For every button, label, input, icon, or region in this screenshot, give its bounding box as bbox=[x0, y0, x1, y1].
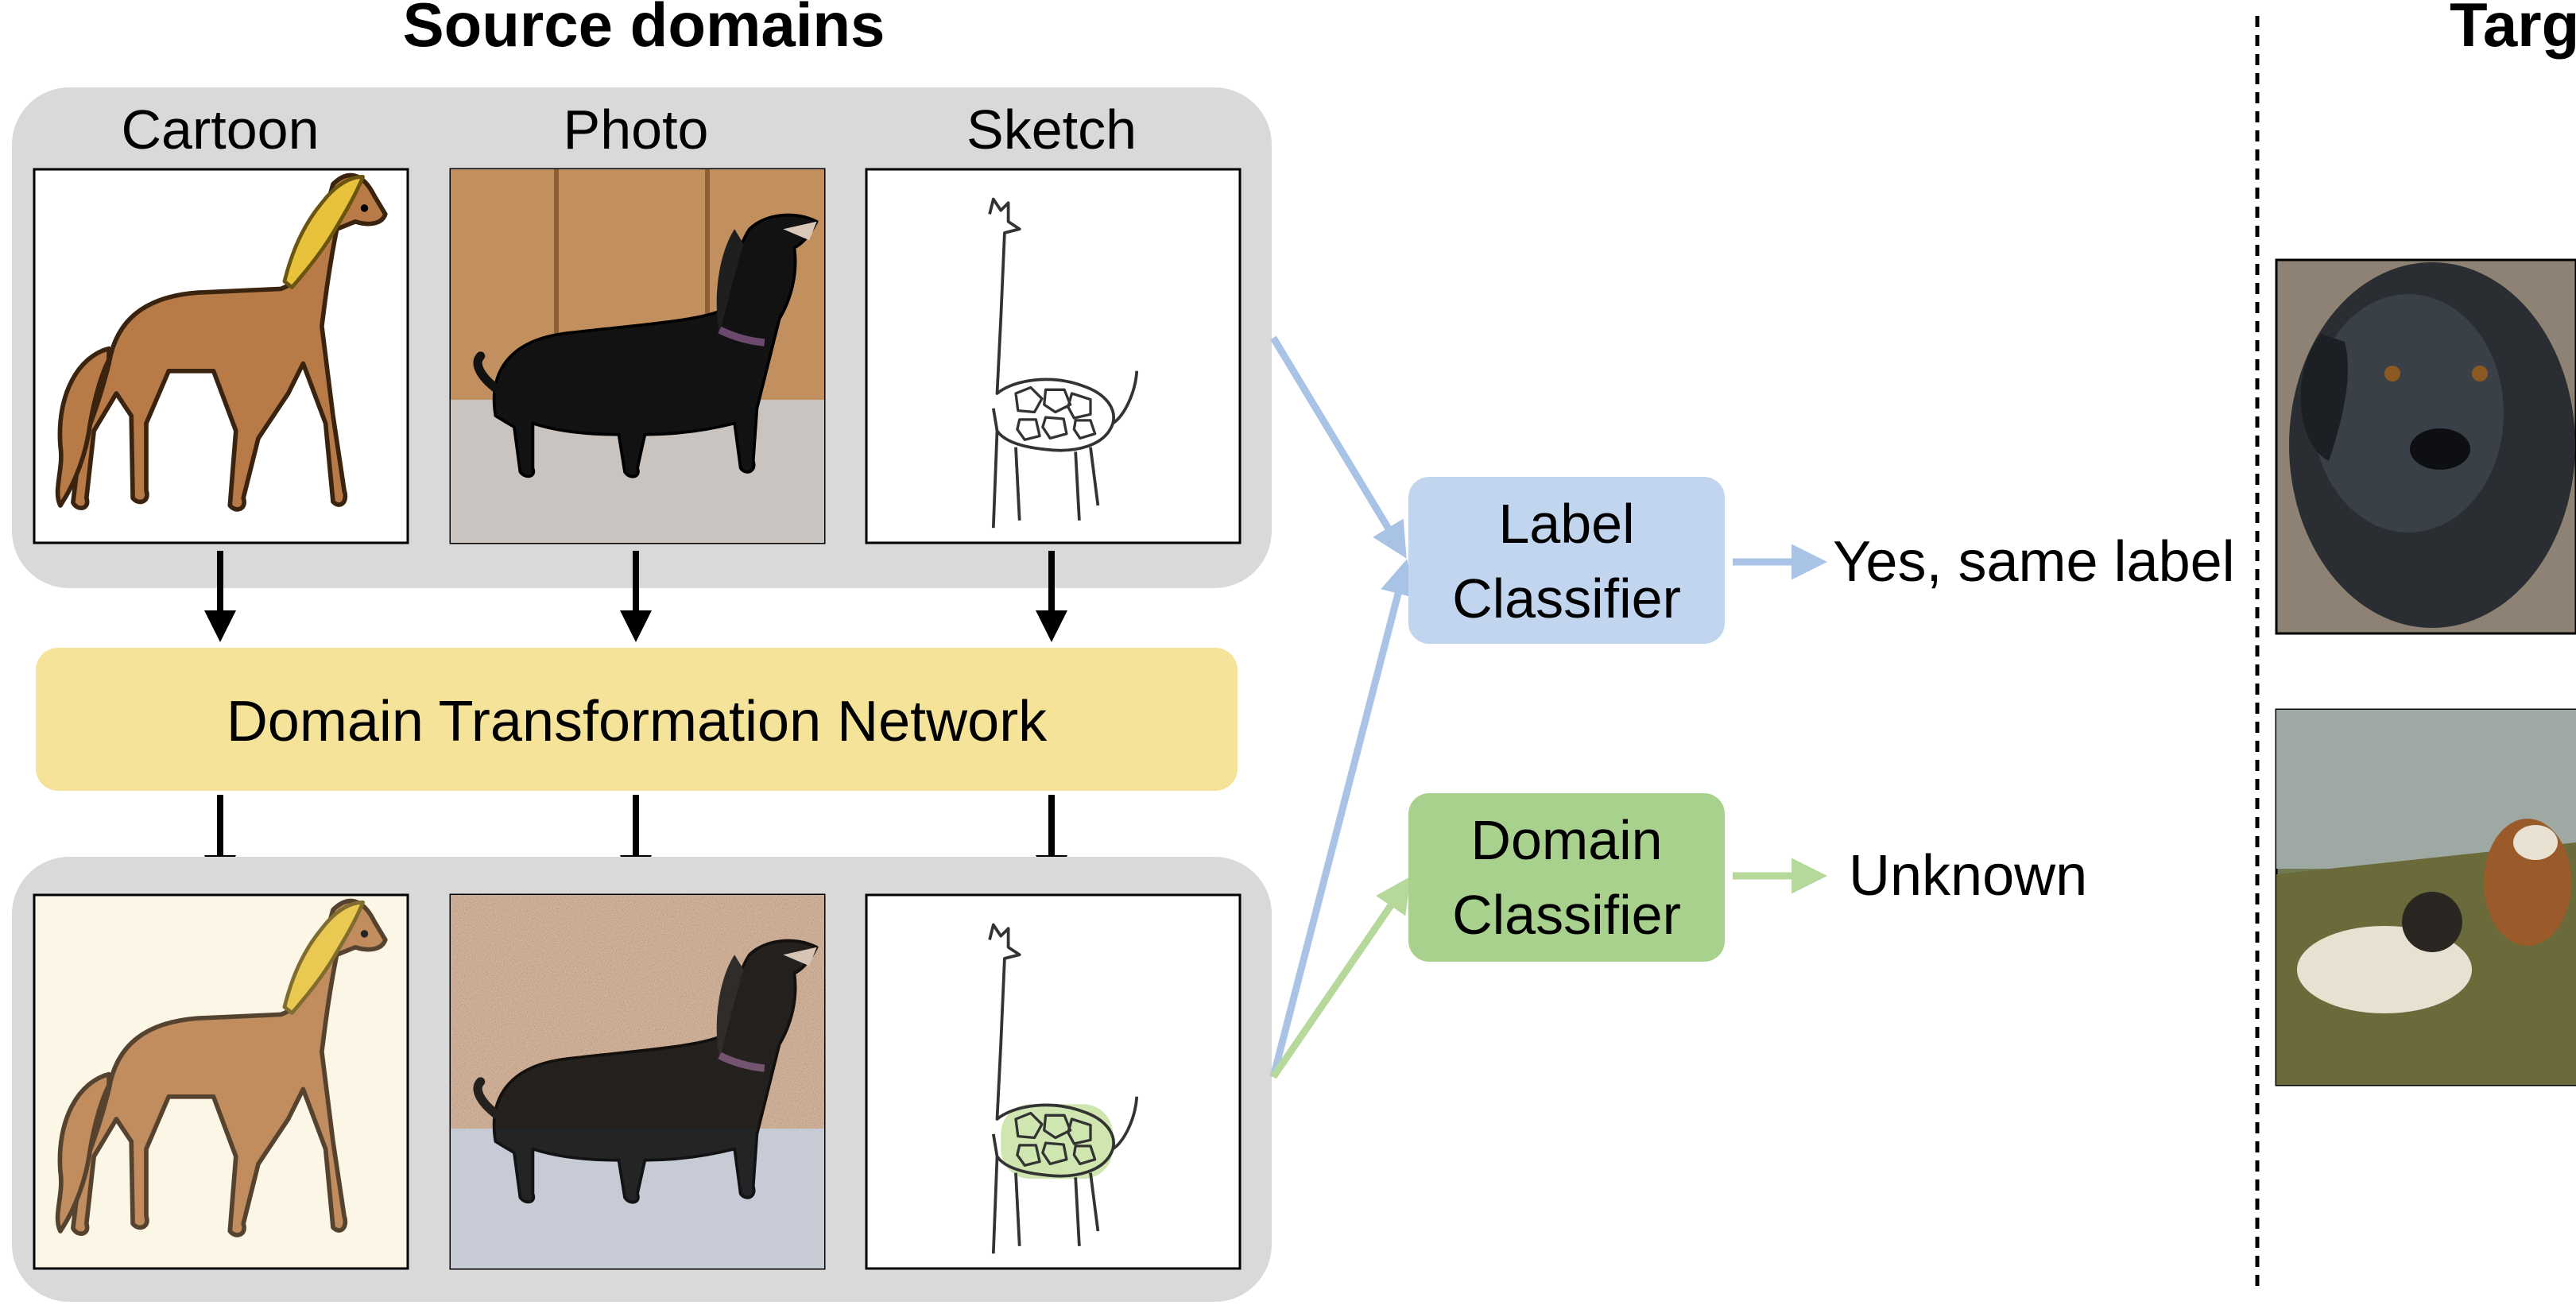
domain-classifier-box bbox=[1408, 793, 1725, 962]
label-classifier-box bbox=[1408, 477, 1725, 644]
domain-classifier-line2: Classifier bbox=[1452, 884, 1681, 946]
label-classifier-line2: Classifier bbox=[1452, 567, 1681, 629]
arrow-transformed-to-label-classifier bbox=[1269, 559, 1416, 1079]
target-image-2 bbox=[2275, 708, 2576, 1086]
target-domain-title: Targ bbox=[2450, 0, 2576, 60]
label-classifier-line1: Label bbox=[1498, 493, 1634, 555]
photo-image bbox=[449, 168, 826, 544]
transformed-sketch-image bbox=[865, 893, 1242, 1270]
sketch-image bbox=[865, 168, 1242, 544]
domain-transformation-network-label: Domain Transformation Network bbox=[227, 690, 1048, 753]
target-image-1 bbox=[2275, 258, 2576, 635]
domain-classifier-output: Unknown bbox=[1849, 844, 2087, 908]
label-classifier-output: Yes, same label bbox=[1833, 530, 2235, 594]
source-domains-title: Source domains bbox=[403, 0, 885, 60]
arrow-transformed-to-domain-classifier bbox=[1270, 876, 1412, 1079]
domain-label-sketch: Sketch bbox=[966, 99, 1137, 161]
transformed-cartoon-image bbox=[33, 893, 409, 1270]
cartoon-image bbox=[33, 168, 409, 544]
domain-label-photo: Photo bbox=[564, 99, 709, 161]
domain-classifier-line1: Domain bbox=[1470, 809, 1662, 871]
domain-label-cartoon: Cartoon bbox=[121, 99, 319, 161]
domain-transformation-network-box bbox=[36, 648, 1238, 791]
arrow-source-to-label-classifier bbox=[1270, 335, 1407, 559]
transformed-photo-image bbox=[449, 893, 826, 1270]
